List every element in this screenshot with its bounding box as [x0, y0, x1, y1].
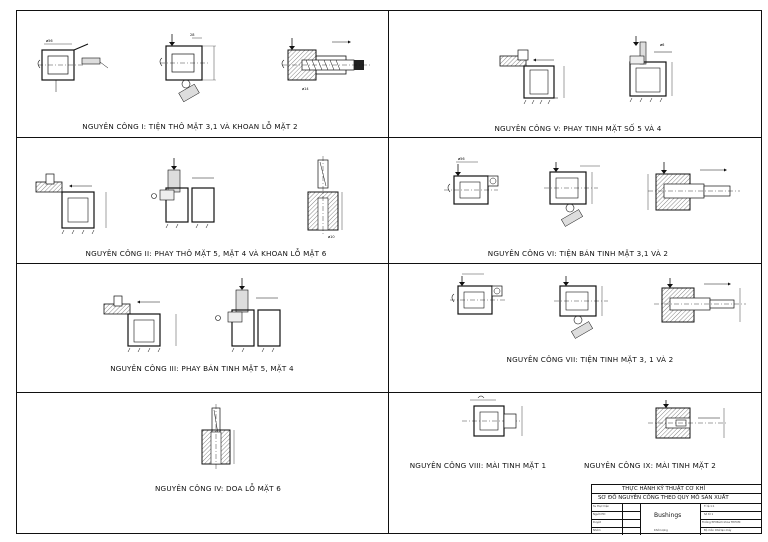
op3-caption: NGUYÊN CÔNG III: PHAY BÁN TINH MẶT 5, MẶ… [110, 364, 294, 373]
op2-caption: NGUYÊN CÔNG II: PHAY THÔ MẶT 5, MẶT 4 VÀ… [85, 249, 327, 258]
title-block: THỰC HÀNH KỸ THUẬT CƠ KHÍ SƠ ĐỒ NGUYÊN C… [591, 484, 762, 535]
op1-caption: NGUYÊN CÔNG I: TIỆN THÔ MẶT 3,1 VÀ KHOAN… [82, 122, 298, 131]
op9-sketch-1 [648, 400, 728, 439]
op2-sketch-2 [151, 158, 215, 229]
op5-sketch-1 [499, 49, 565, 105]
svg-text:28: 28 [190, 33, 194, 37]
op4-caption: NGUYÊN CÔNG IV: DOA LỖ MẶT 6 [154, 484, 282, 493]
op3-sketch-2 [215, 278, 281, 353]
op7-sketch-1 [450, 273, 506, 315]
op1-sketch-1: ø56 [37, 39, 109, 92]
title-block-right-3: Trường ĐH Bách khoa TP.HCM [702, 521, 741, 524]
title-block-row-4: Nhóm [593, 529, 601, 532]
frame-divider-vertical [388, 10, 389, 534]
svg-text:ø56: ø56 [458, 157, 465, 161]
op5-caption: NGUYÊN CÔNG V: PHAY TINH MẶT SỐ 5 VÀ 4 [494, 124, 662, 133]
frame-divider-row-2 [16, 263, 762, 264]
op7-sketch-3 [654, 278, 746, 323]
title-block-row-3: Duyệt [593, 521, 601, 524]
title-block-part-name: Bushings [654, 512, 682, 519]
title-block-right-2: Số tờ 1 [704, 513, 714, 516]
op2-sketch-1 [35, 173, 107, 235]
op7-sketch-2 [554, 276, 608, 339]
drawing-frame [16, 10, 762, 534]
title-block-row-2: Người HD [593, 513, 606, 516]
svg-text:ø56: ø56 [46, 39, 53, 43]
title-block-small-note: Khối lượng [654, 529, 668, 532]
op6-sketch-2 [544, 162, 600, 227]
svg-text:ø6: ø6 [660, 43, 664, 47]
title-block-right-4: Bộ môn Chế tạo máy [704, 529, 732, 532]
op6-sketch-1: ø56 [444, 157, 499, 205]
op1-sketch-3: ø14 [281, 38, 370, 91]
svg-text:ø14: ø14 [302, 87, 309, 91]
op3-sketch-1 [103, 295, 177, 353]
op8-caption: NGUYÊN CÔNG VIII: MÀI TINH MẶT 1 [409, 461, 547, 470]
op4-sketch-1 [201, 404, 235, 470]
frame-divider-row-3 [16, 392, 762, 393]
op8-sketch-1 [462, 395, 523, 437]
title-block-row-1: Sv thực hiện [593, 505, 610, 508]
op5-sketch-2: ø6 [629, 36, 673, 103]
svg-text:ø10: ø10 [328, 235, 335, 239]
op6-caption: NGUYÊN CÔNG VI: TIỆN BÁN TINH MẶT 3,1 VÀ… [487, 249, 669, 258]
title-block-right-1: Tỉ lệ 1:1 [704, 505, 715, 508]
op7-caption: NGUYÊN CÔNG VII: TIỆN TINH MẶT 3, 1 VÀ 2 [506, 355, 674, 364]
title-block-drawing-title: SƠ ĐỒ NGUYÊN CÔNG THEO QUY MÔ SẢN XUẤT [598, 495, 729, 501]
frame-divider-row-1 [16, 137, 762, 138]
op9-caption: NGUYÊN CÔNG IX: MÀI TINH MẶT 2 [584, 461, 716, 470]
title-block-course: THỰC HÀNH KỸ THUẬT CƠ KHÍ [622, 486, 706, 492]
op2-sketch-3: ø10 [307, 156, 343, 239]
op6-sketch-3 [647, 162, 740, 211]
op1-sketch-2: 28 [159, 33, 216, 103]
